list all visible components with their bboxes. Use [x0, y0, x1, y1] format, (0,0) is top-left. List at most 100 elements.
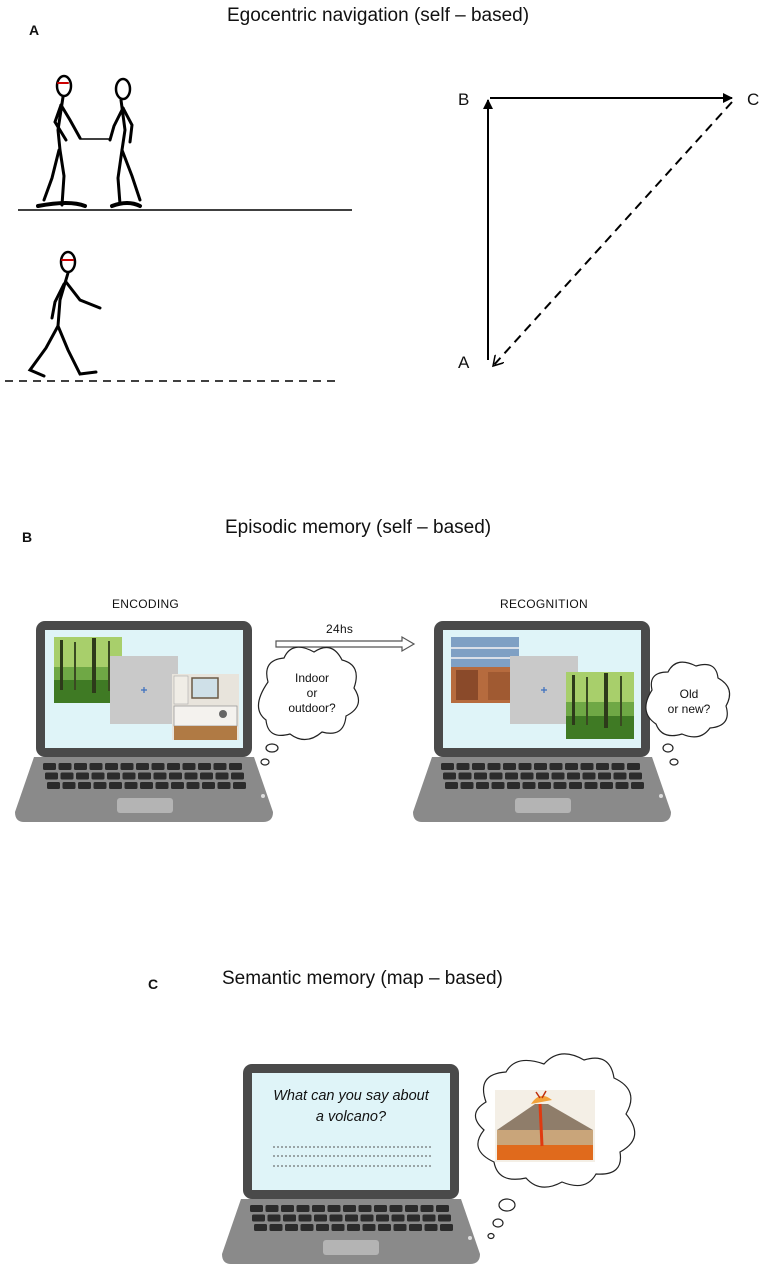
keyboard-key: [136, 763, 149, 770]
volcano-question-line1: What can you say about: [273, 1088, 429, 1104]
keyboard-key: [443, 772, 456, 780]
encoding-laptop-icon: [15, 621, 273, 822]
keyboard-key: [89, 763, 103, 770]
keyboard-key: [458, 772, 472, 780]
keyboard-key: [215, 772, 229, 780]
keyboard-key: [596, 763, 609, 770]
keyboard-key: [182, 763, 196, 770]
keyboard-key: [43, 763, 56, 770]
volcano-question-line2: a volcano?: [315, 1109, 387, 1125]
library-photo-icon: [451, 637, 519, 703]
encoding-label: ENCODING: [112, 597, 180, 611]
keyboard-key: [520, 772, 534, 780]
stick-figure-pair-icon: [36, 74, 142, 208]
keyboard-key: [582, 772, 596, 780]
keyboard-key: [358, 1205, 372, 1212]
keyboard-key: [169, 772, 182, 780]
keyboard-key: [389, 1205, 403, 1212]
keyboard-key: [374, 1205, 387, 1212]
point-b-label: B: [458, 90, 470, 109]
keyboard-key: [184, 772, 198, 780]
keyboard-key: [76, 772, 89, 780]
recognition-question-line1: Old: [679, 687, 699, 701]
recognition-label: RECOGNITION: [500, 597, 588, 611]
keyboard-key: [347, 1224, 360, 1231]
keyboard-key: [298, 1214, 312, 1222]
keyboard-key: [213, 763, 227, 770]
keyboard-key: [629, 772, 642, 780]
fixation-cross-icon: [141, 687, 147, 693]
keyboard-key: [345, 1214, 358, 1222]
keyboard-key: [407, 1214, 420, 1222]
point-c-label: C: [747, 90, 760, 109]
semantic-laptop-icon: [222, 1064, 480, 1264]
keyboard-key: [327, 1205, 341, 1212]
keyboard-key: [107, 772, 120, 780]
keyboard-key: [580, 763, 594, 770]
walking-figure-icon: [27, 250, 102, 378]
keyboard-key: [167, 763, 180, 770]
keyboard-key: [584, 782, 598, 789]
keyboard-key: [60, 772, 74, 780]
keyboard-key: [565, 763, 578, 770]
keyboard-key: [267, 1214, 281, 1222]
keyboard-key: [631, 782, 644, 789]
keyboard-key: [93, 782, 107, 789]
volcano-illustration-icon: [495, 1090, 595, 1162]
encoding-question-line2: or: [306, 686, 318, 700]
recognition-question-line2: or new?: [667, 702, 711, 716]
keyboard-key: [436, 1205, 449, 1212]
recognition-laptop-icon: [413, 621, 671, 822]
keyboard-key: [140, 782, 153, 789]
keyboard-key: [120, 763, 134, 770]
keyboard-key: [460, 782, 474, 789]
keyboard-key: [376, 1214, 389, 1222]
answer-lines: [273, 1146, 432, 1167]
keyboard-key: [74, 763, 87, 770]
keyboard-key: [151, 763, 165, 770]
recognition-thought-bubble-icon: [645, 661, 731, 766]
keyboard-key: [91, 772, 105, 780]
keyboard-key: [124, 782, 138, 789]
keyboard-key: [269, 1224, 283, 1231]
keyboard-key: [474, 772, 487, 780]
keyboard-key: [231, 772, 244, 780]
keyboard-key: [202, 782, 215, 789]
keyboard-key: [613, 772, 627, 780]
keyboard-key: [551, 772, 565, 780]
keyboard-key: [534, 763, 547, 770]
keyboard-key: [438, 1214, 451, 1222]
keyboard-key: [553, 782, 567, 789]
keyboard-key: [522, 782, 536, 789]
keyboard-key: [155, 782, 169, 789]
volcano-question: What can you say about a volcano?: [252, 1086, 450, 1128]
keyboard-key: [391, 1214, 405, 1222]
keyboard-key: [489, 772, 503, 780]
keyboard-key: [409, 1224, 422, 1231]
keyboard-key: [445, 782, 458, 789]
keyboard-key: [329, 1214, 343, 1222]
kitchen-photo-icon: [172, 674, 239, 740]
keyboard-key: [331, 1224, 345, 1231]
forest-photo-icon: [566, 672, 634, 739]
keyboard-key: [549, 763, 563, 770]
keyboard-key: [200, 772, 213, 780]
keyboard-key: [567, 772, 580, 780]
keyboard-key: [456, 763, 470, 770]
keyboard-key: [476, 782, 489, 789]
keyboard-key: [58, 763, 72, 770]
encoding-question: Indoor or outdoor?: [272, 671, 352, 716]
keyboard-key: [422, 1214, 436, 1222]
keyboard-key: [615, 782, 629, 789]
keyboard-key: [424, 1224, 438, 1231]
keyboard-key: [627, 763, 640, 770]
keyboard-key: [538, 782, 551, 789]
keyboard-key: [569, 782, 582, 789]
keyboard-key: [503, 763, 516, 770]
delay-label: 24hs: [326, 622, 354, 636]
keyboard-key: [405, 1205, 418, 1212]
keyboard-key: [217, 782, 231, 789]
keyboard-key: [138, 772, 151, 780]
